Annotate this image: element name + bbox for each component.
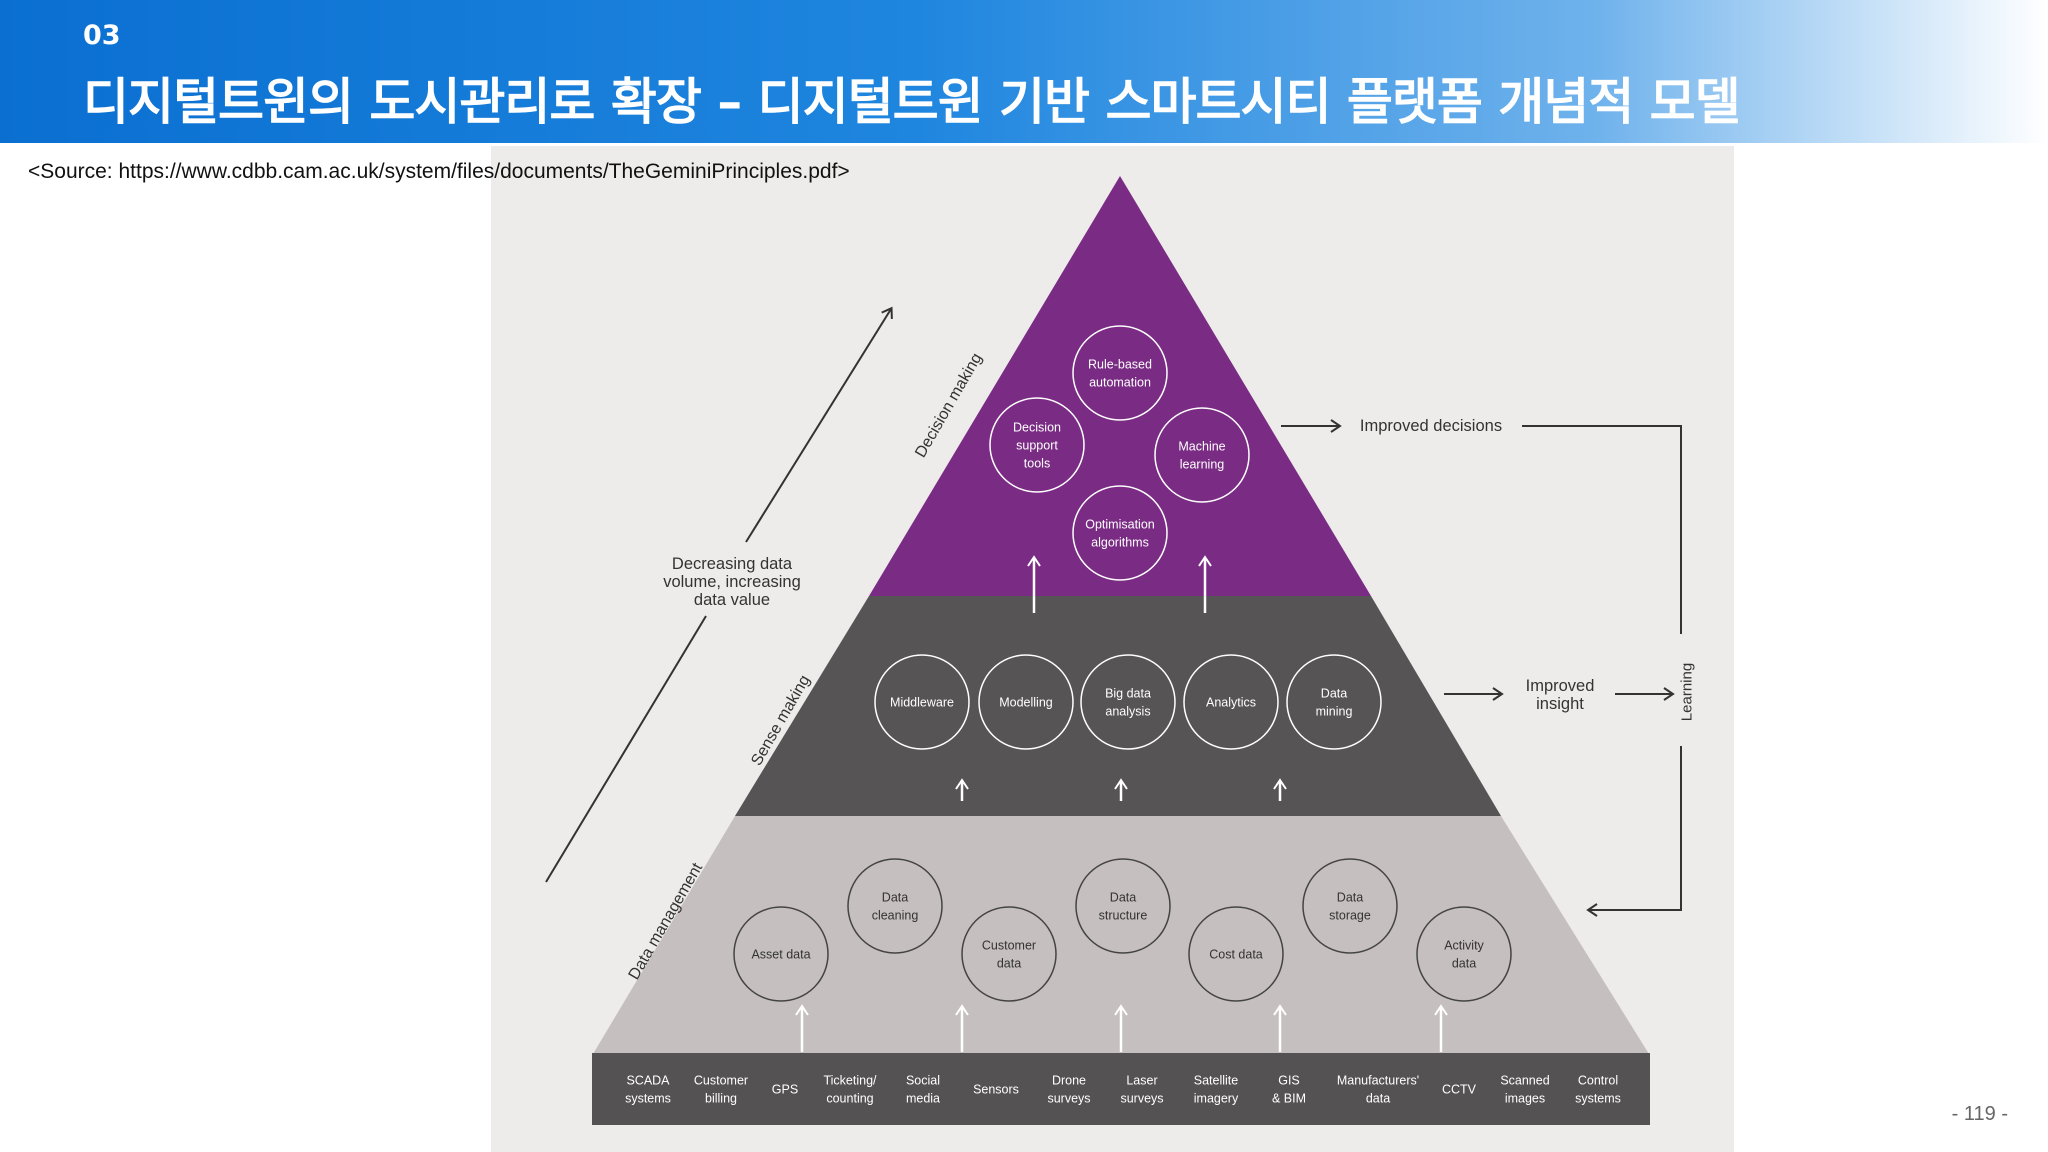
source-gps: GPS xyxy=(772,1082,798,1096)
data-node-label: Cost data xyxy=(1209,947,1263,961)
learning-line-top xyxy=(1522,425,1682,634)
value-arrow xyxy=(745,306,893,543)
data-node-cost-data xyxy=(1188,906,1284,1002)
decision-node-decision-support-tools xyxy=(989,397,1085,493)
learning-feedback-arrow xyxy=(1586,746,1682,917)
source-sensors: Sensors xyxy=(973,1082,1019,1096)
sense-node-label: Analytics xyxy=(1206,695,1256,709)
page-title: 디지털트윈의 도시관리로 확장 – 디지털트윈 기반 스마트시티 플랫폼 개념적… xyxy=(83,73,1741,131)
source-gis-bim: GIS& BIM xyxy=(1272,1073,1306,1105)
source-manufacturers-data: Manufacturers'data xyxy=(1337,1073,1419,1105)
source-ticketing-counting: Ticketing/counting xyxy=(823,1073,877,1105)
sense-node-data-mining xyxy=(1286,654,1382,750)
data-node-label: Asset data xyxy=(751,947,810,961)
source-citation: <Source: https://www.cdbb.cam.ac.uk/syst… xyxy=(28,160,850,183)
learning-label: Learning xyxy=(1678,663,1695,721)
sense-node-middleware xyxy=(874,654,970,750)
source-cctv: CCTV xyxy=(1442,1082,1477,1096)
data-node-activity-data xyxy=(1416,906,1512,1002)
sense-node-modelling xyxy=(978,654,1074,750)
value-arrow-tail xyxy=(545,615,707,883)
data-node-data-cleaning xyxy=(847,858,943,954)
data-sources-band xyxy=(592,1053,1650,1125)
decision-node-machine-learning xyxy=(1154,407,1250,503)
sense-node-big-data-analysis xyxy=(1080,654,1176,750)
layer-decision-making xyxy=(869,176,1371,596)
page-number: - 119 - xyxy=(1951,1103,2008,1125)
sense-node-analytics xyxy=(1183,654,1279,750)
section-number: 03 xyxy=(83,20,121,51)
improved-decisions-label: Improved decisions xyxy=(1360,417,1502,435)
data-node-customer-data xyxy=(961,906,1057,1002)
data-node-data-structure xyxy=(1075,858,1171,954)
decision-node-rule-based-automation xyxy=(1072,325,1168,421)
header-banner: 03 디지털트윈의 도시관리로 확장 – 디지털트윈 기반 스마트시티 플랫폼 … xyxy=(0,0,2048,143)
sense-node-label: Modelling xyxy=(999,695,1053,709)
decision-node-optimisation-algorithms xyxy=(1072,485,1168,581)
sense-node-label: Middleware xyxy=(890,695,954,709)
data-node-data-storage xyxy=(1302,858,1398,954)
layer-sense-making xyxy=(735,596,1501,816)
data-node-asset-data xyxy=(733,906,829,1002)
